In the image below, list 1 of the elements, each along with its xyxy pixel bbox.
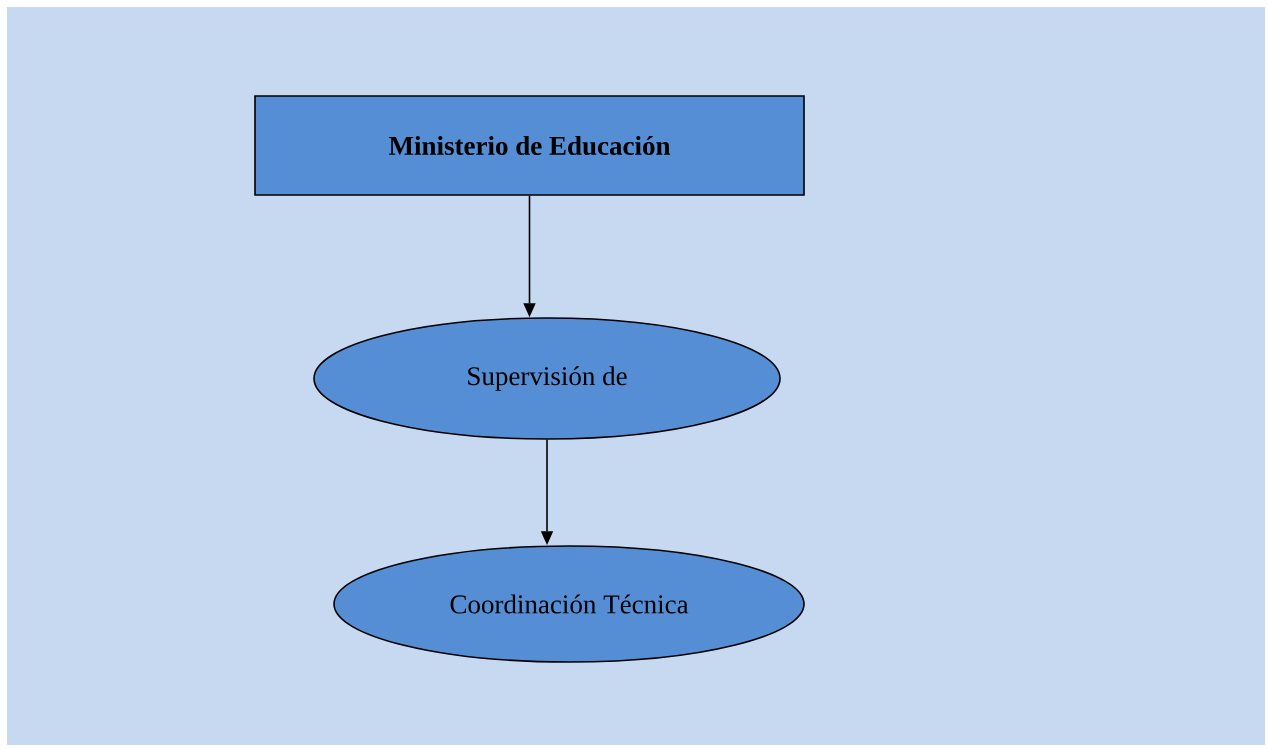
org-box: Ministerio de Educación	[254, 95, 805, 196]
